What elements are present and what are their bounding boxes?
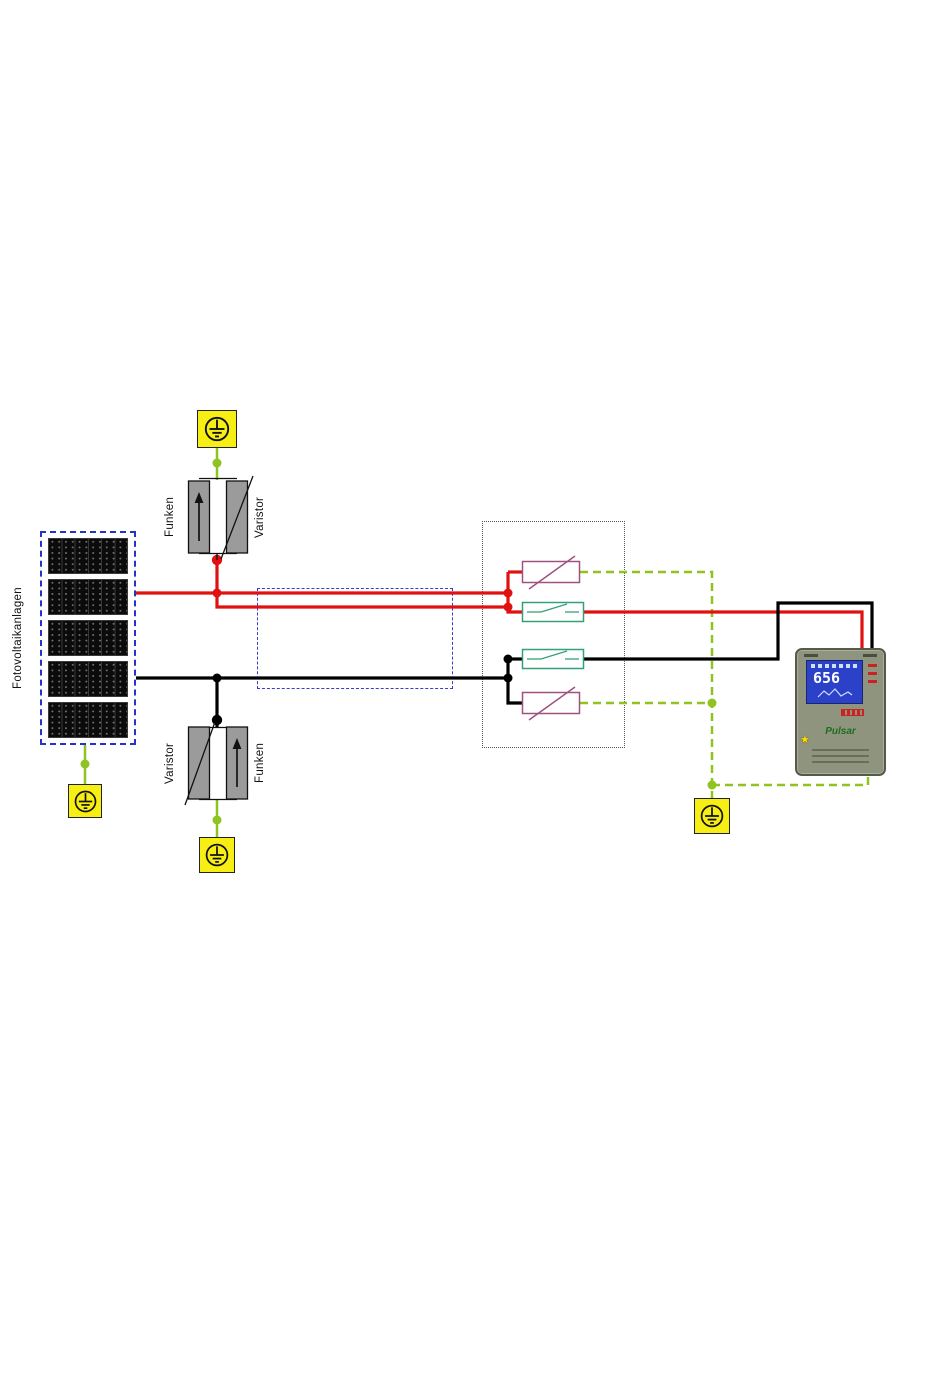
negative-junction-dot — [212, 673, 222, 683]
brand-logo: Pulsar — [825, 726, 856, 737]
controller-text-print — [807, 745, 874, 767]
dc-fuse-negative — [521, 686, 581, 721]
varistor-stroke-icon — [184, 721, 216, 806]
surge-protector-bottom — [184, 721, 249, 806]
negative-junction-dot — [503, 654, 513, 664]
positive-junction-dot — [503, 588, 513, 598]
ground-wire-group — [80, 448, 870, 838]
pv-array — [40, 531, 136, 745]
fuse-stroke-icon — [528, 686, 576, 721]
ground-junction-dot — [707, 698, 717, 708]
pv-module — [48, 538, 128, 574]
ground-junction-dot — [80, 759, 90, 769]
varistor-label: Varistor — [254, 496, 266, 538]
varistor-label: Varistor — [164, 742, 176, 784]
switch-blade-icon — [540, 650, 568, 660]
charge-controller: 656 Pulsar ★ — [795, 648, 886, 776]
controller-top-left-print — [804, 654, 818, 657]
fuse-stroke-icon — [528, 555, 576, 590]
earth-ground-icon — [74, 790, 96, 812]
negative-wire-group — [136, 601, 874, 728]
negative-junction-dot — [211, 714, 223, 726]
controller-top-right-print — [863, 654, 877, 657]
dc-switch-negative — [521, 648, 585, 670]
ground-symbol-bottom — [199, 837, 235, 873]
pv-array-label: Fotovoltaikanlagen — [12, 587, 24, 689]
pv-module — [48, 661, 128, 697]
star-icon: ★ — [800, 734, 810, 746]
switch-blade-icon — [540, 603, 568, 613]
ground-junction-dot — [212, 458, 222, 468]
cable-section-box — [257, 588, 453, 689]
positive-junction-dot — [212, 588, 222, 598]
positive-junction-dot — [503, 602, 513, 612]
warning-print — [841, 709, 864, 716]
display-value: 656 — [813, 669, 841, 687]
display-status-row — [811, 664, 858, 668]
ground-symbol-top — [197, 410, 237, 448]
spark-gap-label: Funken — [164, 496, 176, 538]
spark-gap-label: Funken — [254, 742, 266, 784]
arrow-head-icon — [194, 492, 204, 503]
pv-module — [48, 579, 128, 615]
earth-ground-icon — [700, 804, 724, 828]
dc-fuse-positive — [521, 555, 581, 590]
lcd-display: 656 — [806, 660, 863, 704]
ground-junction-dot — [212, 815, 222, 825]
dc-disconnect-box — [482, 521, 625, 748]
varistor-stroke-icon — [220, 475, 254, 560]
dc-switch-positive — [521, 601, 585, 623]
pv-module — [48, 702, 128, 738]
ground-junction-dot — [707, 780, 717, 790]
positive-wire-group — [136, 554, 864, 651]
indicator-marks — [868, 664, 877, 683]
ground-symbol-controller — [694, 798, 730, 834]
display-graph-icon — [817, 688, 853, 698]
earth-ground-icon — [205, 843, 229, 867]
arrow-head-icon — [232, 738, 242, 749]
surge-protector-top — [187, 475, 254, 560]
pv-module — [48, 620, 128, 656]
ground-symbol-pv — [68, 784, 102, 818]
negative-junction-dot — [503, 673, 513, 683]
earth-ground-icon — [204, 416, 230, 442]
